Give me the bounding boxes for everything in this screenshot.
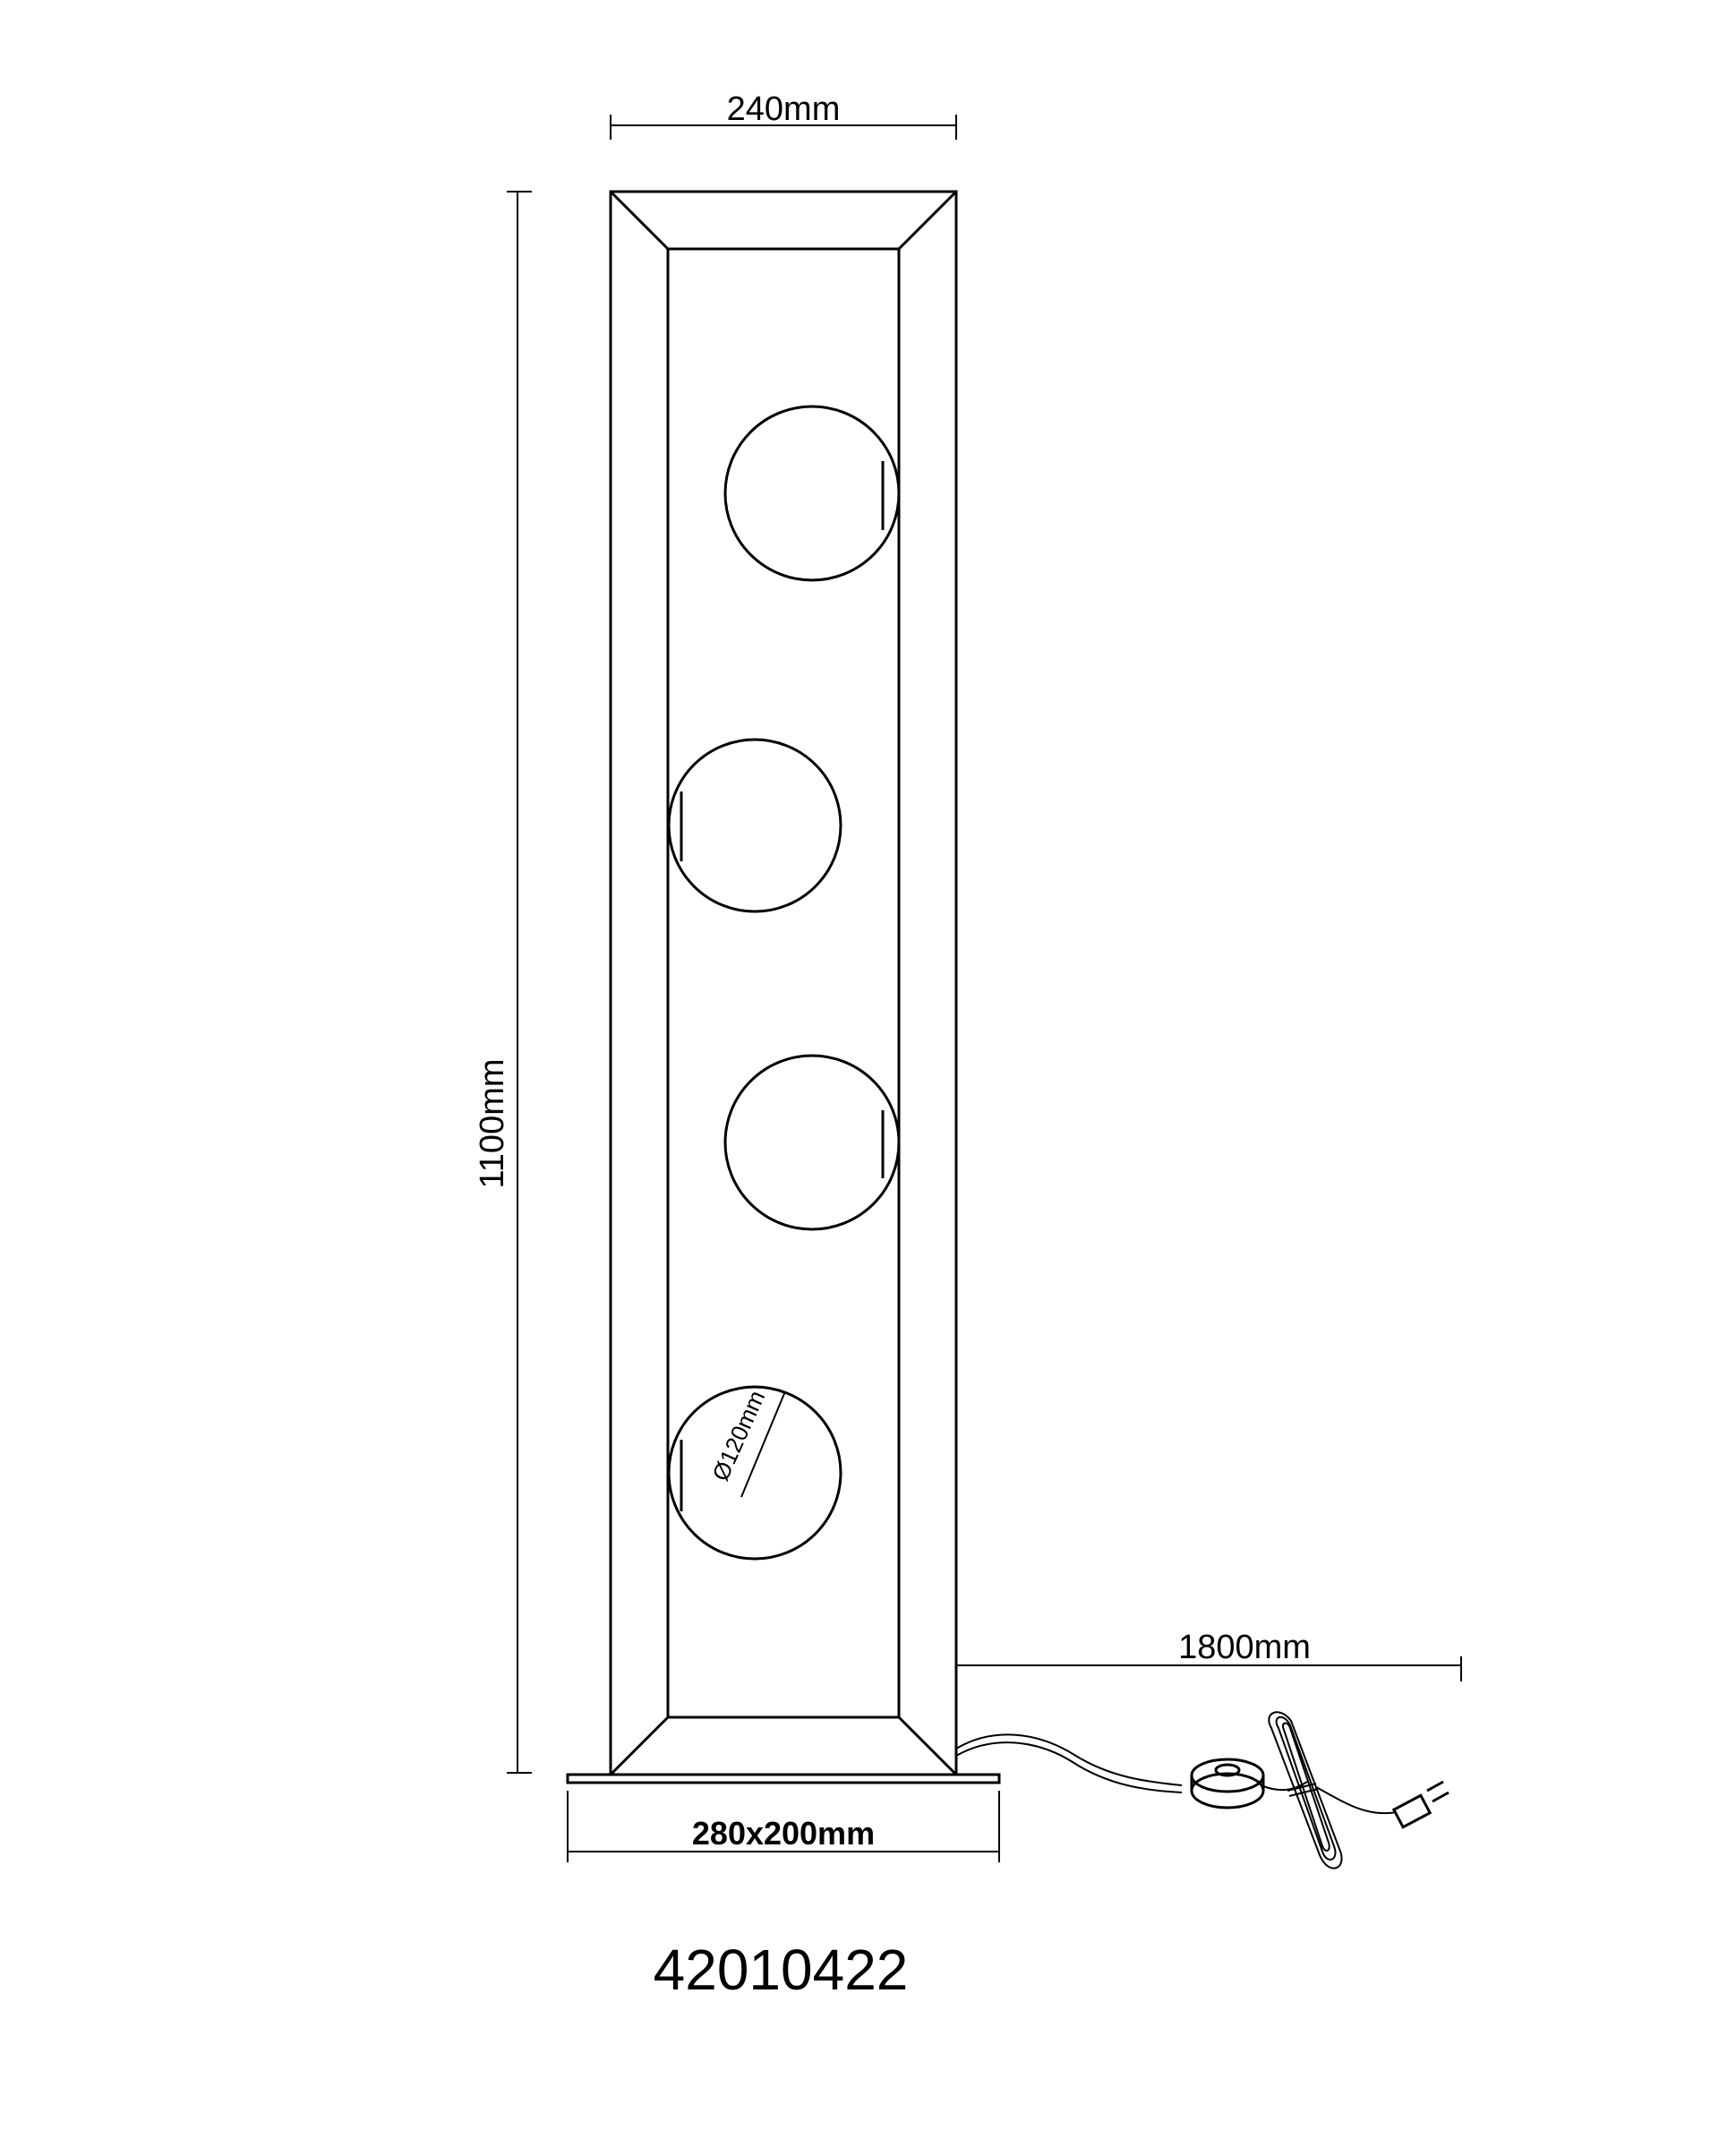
width-dimension: 240mm: [610, 90, 957, 140]
hole-2: [667, 738, 842, 913]
power-plug: [1391, 1780, 1450, 1829]
width-label: 240mm: [727, 90, 841, 128]
height-dimension: 1100mm: [474, 191, 532, 1774]
hole-diameter-label: Ø120mm: [706, 1386, 770, 1484]
product-code: 42010422: [654, 1938, 909, 2002]
hole-4: Ø120mm: [667, 1385, 842, 1561]
power-cord: [955, 1711, 1450, 1869]
foot-switch: [1190, 1758, 1265, 1810]
hole-1: [723, 405, 901, 582]
holes: Ø120mm: [667, 405, 901, 1561]
lamp-body: [609, 190, 958, 1776]
base-plate: [566, 1773, 1001, 1784]
cable-dimension: 1800mm: [956, 1629, 1462, 1681]
base-dimension: 280x200mm: [567, 1791, 1000, 1862]
hole-3: [723, 1054, 901, 1231]
base-label: 280x200mm: [692, 1815, 875, 1852]
height-label: 1100mm: [474, 1058, 511, 1188]
cable-length-label: 1800mm: [1178, 1629, 1311, 1666]
coiled-cable: [1268, 1711, 1343, 1869]
